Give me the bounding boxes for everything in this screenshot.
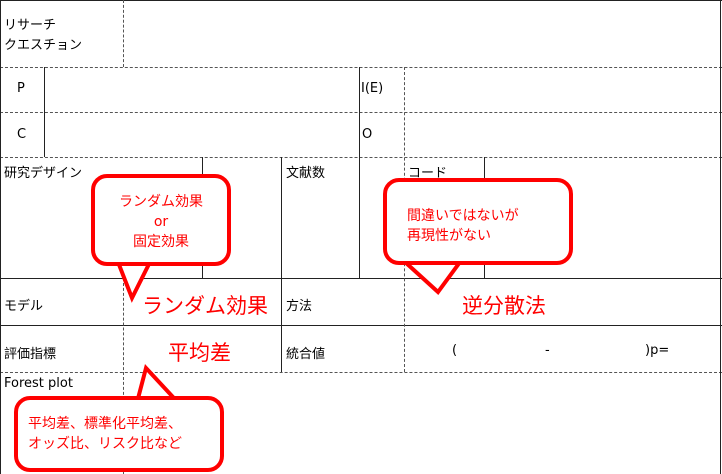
callout-metric-line1: 平均差、標準化平均差、 xyxy=(28,416,182,432)
divider xyxy=(359,67,360,278)
forest-plot-label: Forest plot xyxy=(4,376,73,391)
study-design-label: 研究デザイン xyxy=(4,166,83,181)
rq-label-line2: クエスチョン xyxy=(4,38,83,53)
callout-metric-line2: オッズ比、リスク比など xyxy=(28,436,182,452)
divider xyxy=(123,0,124,67)
callout-model-line3: 固定効果 xyxy=(133,234,189,250)
ci-close-p: )p= xyxy=(645,343,670,358)
callout-model-line1: ランダム効果 xyxy=(119,194,203,210)
callout-code-line2: 再現性がない xyxy=(407,228,491,244)
callout-model: ランダム効果 or 固定効果 xyxy=(91,174,231,266)
callout-code-line1: 間違いではないが xyxy=(407,208,519,224)
pooled-label: 統合値 xyxy=(286,347,326,362)
callout-tail-code xyxy=(399,260,464,295)
metric-label: 評価指標 xyxy=(4,347,57,362)
metric-value: 平均差 xyxy=(168,341,231,365)
divider xyxy=(0,325,722,326)
divider xyxy=(0,0,1,474)
ci-open: ( xyxy=(452,343,458,358)
model-value: ランダム効果 xyxy=(142,294,268,318)
divider xyxy=(0,0,722,1)
divider xyxy=(44,67,45,157)
o-label: O xyxy=(362,127,373,142)
divider xyxy=(0,112,722,113)
divider xyxy=(0,67,722,68)
divider xyxy=(0,157,722,158)
divider xyxy=(720,0,721,474)
callout-tail-model xyxy=(115,260,154,303)
ci-dash: - xyxy=(545,343,550,358)
divider xyxy=(0,372,722,373)
divider xyxy=(0,278,722,279)
ie-label: I(E) xyxy=(361,81,384,96)
method-value: 逆分散法 xyxy=(462,294,546,318)
model-label: モデル xyxy=(4,299,44,314)
divider xyxy=(281,157,282,372)
code-label: コード xyxy=(408,166,448,181)
callout-code: 間違いではないが 再現性がない xyxy=(383,178,573,265)
rq-label-line1: リサーチ xyxy=(4,18,57,33)
callout-metric: 平均差、標準化平均差、 オッズ比、リスク比など xyxy=(14,396,224,472)
divider xyxy=(123,278,124,474)
p-label: P xyxy=(17,81,25,96)
callout-model-line2: or xyxy=(153,214,169,230)
num-papers-label: 文献数 xyxy=(286,166,326,181)
method-label: 方法 xyxy=(286,299,313,314)
c-label: C xyxy=(17,127,27,142)
